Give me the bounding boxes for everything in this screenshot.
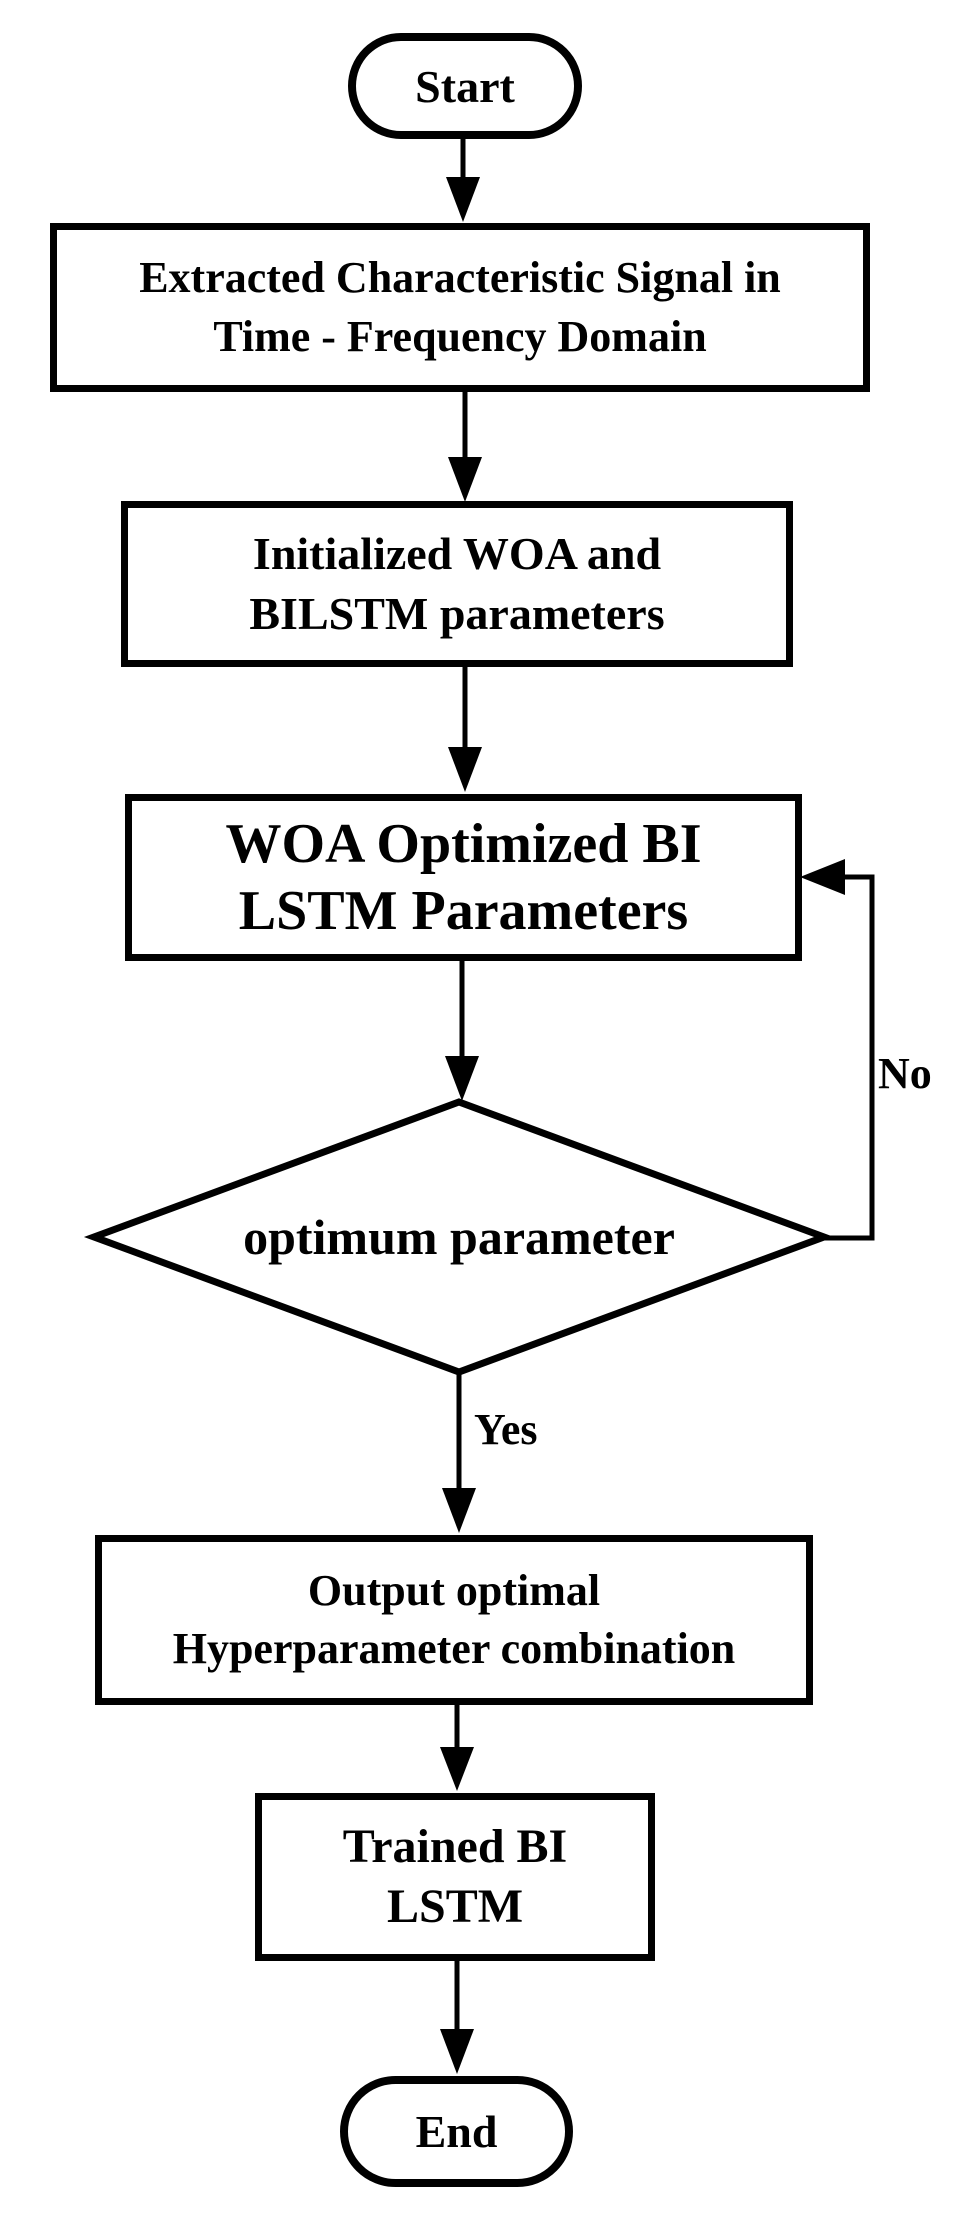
node-trained-bilstm-line1: Trained BI (342, 1820, 568, 1873)
node-start: Start (348, 33, 582, 139)
edge-init-woa-arrowhead-icon (448, 747, 482, 792)
node-end-label: End (415, 2106, 498, 2157)
node-woa-optimize: WOA Optimized BI LSTM Parameters (125, 794, 802, 961)
node-woa-optimize-line1: WOA Optimized BI (225, 813, 702, 876)
node-optimum-decision-label: optimum parameter (243, 1209, 675, 1265)
node-optimum-decision: optimum parameter (109, 1187, 809, 1287)
edge-start-extract-arrowhead-icon (446, 177, 480, 222)
edge-no-loop-line (824, 874, 875, 1241)
node-output-hyperparameters-line2: Hyperparameter combination (172, 1624, 736, 1673)
node-output-hyperparameters-line1: Output optimal (307, 1565, 601, 1615)
edge-extract-init-arrowhead-icon (448, 457, 482, 502)
node-extract-signal: Extracted Characteristic Signal in Time … (50, 223, 870, 392)
node-woa-optimize-line2: LSTM Parameters (238, 879, 689, 942)
node-extract-signal-line1: Extracted Characteristic Signal in (139, 253, 781, 303)
edge-decision-output-arrowhead-icon (442, 1488, 476, 1533)
node-init-parameters: Initialized WOA and BILSTM parameters (121, 501, 793, 667)
edge-label-yes: Yes (474, 1405, 538, 1454)
edge-no-loop-arrowhead-icon (800, 859, 845, 895)
edge-trained-end-arrowhead-icon (440, 2029, 474, 2074)
edge-output-trained-arrowhead-icon (440, 1747, 474, 1791)
node-extract-signal-line2: Time - Frequency Domain (213, 311, 707, 361)
node-init-parameters-line2: BILSTM parameters (249, 588, 665, 639)
node-init-parameters-line1: Initialized WOA and (252, 528, 662, 580)
edge-label-no: No (878, 1049, 932, 1098)
node-start-label: Start (415, 60, 515, 112)
edge-woa-decision-arrowhead-icon (445, 1056, 479, 1101)
node-trained-bilstm: Trained BI LSTM (255, 1793, 655, 1961)
node-end: End (340, 2076, 573, 2187)
node-output-hyperparameters: Output optimal Hyperparameter combinatio… (95, 1535, 813, 1705)
node-trained-bilstm-line2: LSTM (386, 1880, 524, 1933)
